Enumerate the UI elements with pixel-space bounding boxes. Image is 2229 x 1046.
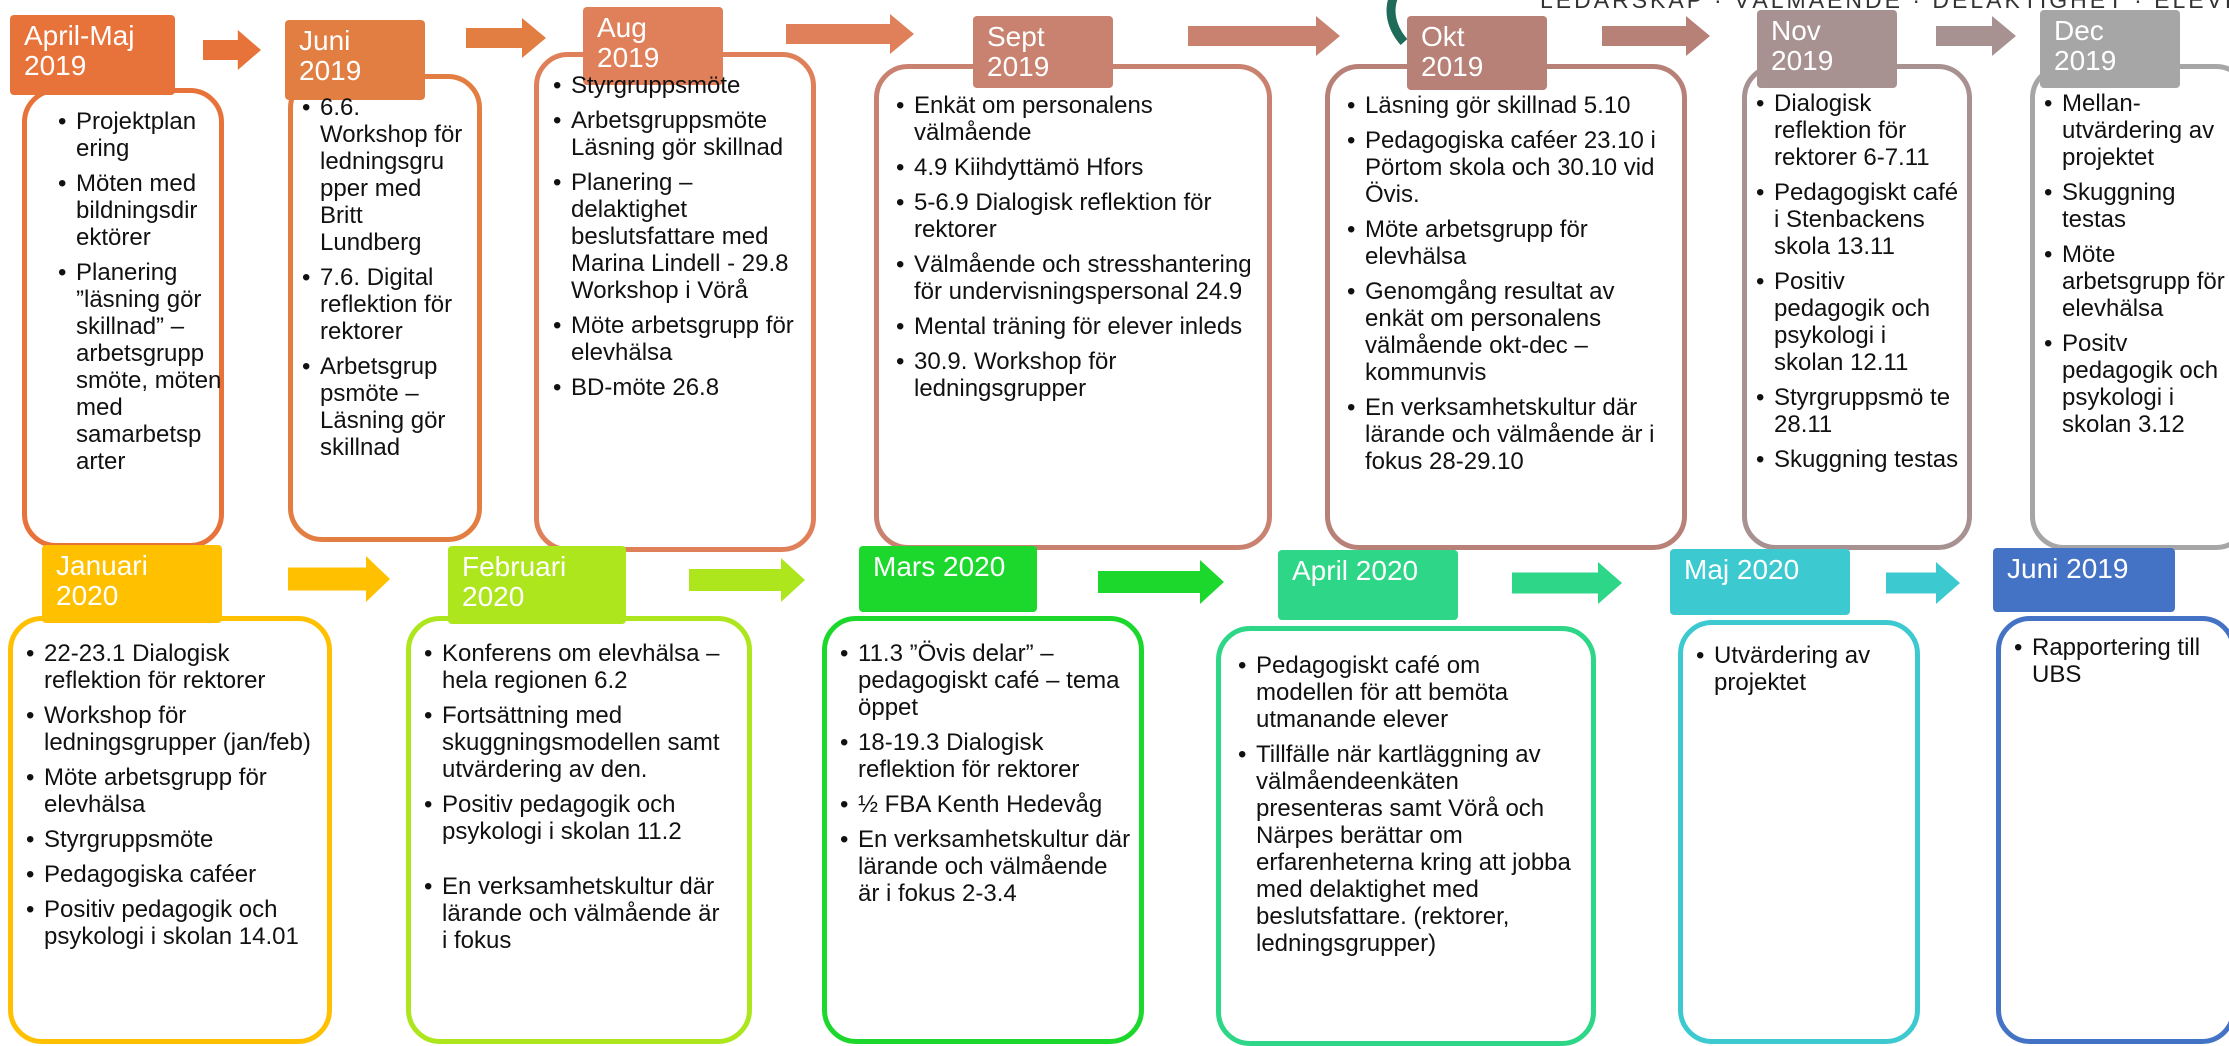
arrow-right-icon	[203, 30, 261, 70]
period-item: Planering ”läsning gör skillnad” – arbet…	[54, 259, 224, 475]
period-items-9: 11.3 ”Övis delar” – pedagogiskt café – t…	[836, 640, 1131, 915]
period-label-11: Maj 2020	[1670, 549, 1850, 615]
period-item: 22-23.1 Dialogisk reflektion för rektore…	[22, 640, 322, 694]
period-item: Dialogisk reflektion för rektorer 6-7.11	[1752, 90, 1962, 171]
period-item: En verksamhetskultur där lärande och väl…	[1343, 394, 1673, 475]
arrow-right-icon	[288, 556, 390, 602]
period-items-2: StyrgruppsmöteArbetsgruppsmöte Läsning g…	[549, 72, 804, 409]
period-item: ½ FBA Kenth Hedevåg	[836, 791, 1131, 818]
period-item: 11.3 ”Övis delar” – pedagogiskt café – t…	[836, 640, 1131, 721]
period-item: 7.6. Digital reflektion för rektorer	[298, 264, 468, 345]
arrow-right-icon	[1886, 562, 1960, 604]
logo-arc-icon	[1386, 0, 1408, 46]
arrow-right-icon	[466, 18, 546, 58]
period-item: Mental träning för elever inleds	[892, 313, 1252, 340]
period-label-5: Nov 2019	[1757, 10, 1897, 88]
period-label-0: April-Maj 2019	[10, 15, 175, 95]
period-item: Projektplan ering	[54, 108, 224, 162]
period-items-1: 6.6. Workshop för ledningsgru pper med B…	[298, 94, 468, 469]
period-item: Pedagogiskt café om modellen för att bem…	[1234, 652, 1579, 733]
header-tagline: LEDARSKAP · VÄLMÅENDE · DELAKTIGHET · EL…	[1540, 0, 2229, 13]
period-item: Planering – delaktighet beslutsfattare m…	[549, 169, 804, 304]
period-item: Fortsättning med skuggningsmodellen samt…	[420, 702, 730, 783]
period-item: Styrgruppsmöte	[549, 72, 804, 99]
period-item: Arbetsgruppsmöte Läsning gör skillnad	[549, 107, 804, 161]
period-item: Läsning gör skillnad 5.10	[1343, 92, 1673, 119]
period-item: Positiv pedagogik och psykologi i skolan…	[1752, 268, 1962, 376]
period-label-1: Juni 2019	[285, 20, 425, 100]
period-item: Styrgruppsmöte	[22, 826, 322, 853]
period-item: Pedagogiska caféer 23.10 i Pörtom skola …	[1343, 127, 1673, 208]
period-item: Skuggning testas	[2040, 179, 2229, 233]
period-items-0: Projektplan eringMöten med bildningsdir …	[54, 108, 224, 483]
period-item: En verksamhetskultur där lärande och väl…	[420, 873, 730, 954]
period-item: Genomgång resultat av enkät om personale…	[1343, 278, 1673, 386]
period-item: Positiv pedagogik och psykologi i skolan…	[22, 896, 322, 950]
arrow-right-icon	[1188, 16, 1340, 56]
period-item: Möte arbetsgrupp för elevhälsa	[1343, 216, 1673, 270]
period-items-10: Pedagogiskt café om modellen för att bem…	[1234, 652, 1579, 965]
period-item: Positv pedagogik och psykologi i skolan …	[2040, 330, 2229, 438]
period-item: Utvärdering av projektet	[1692, 642, 1902, 696]
arrow-right-icon	[1512, 562, 1622, 604]
period-items-6: Mellan-utvärdering av projektetSkuggning…	[2040, 90, 2229, 446]
period-item: Möte arbetsgrupp för elevhälsa	[549, 312, 804, 366]
arrow-right-icon	[1098, 560, 1224, 604]
period-item: Möten med bildningsdir ektörer	[54, 170, 224, 251]
period-item: Möte arbetsgrupp för elevhälsa	[2040, 241, 2229, 322]
period-item: Arbetsgrup psmöte – Läsning gör skillnad	[298, 353, 468, 461]
period-item: 30.9. Workshop för ledningsgrupper	[892, 348, 1252, 402]
period-item: Konferens om elevhälsa – hela regionen 6…	[420, 640, 730, 694]
period-item: Möte arbetsgrupp för elevhälsa	[22, 764, 322, 818]
period-item: Rapportering till UBS	[2010, 634, 2210, 688]
period-items-3: Enkät om personalens välmående 4.9 Kiihdy…	[892, 92, 1252, 410]
period-items-8: Konferens om elevhälsa – hela regionen 6…	[420, 640, 730, 962]
period-label-12: Juni 2019	[1993, 548, 2175, 612]
period-label-3: Sept 2019	[973, 16, 1113, 88]
period-item: 4.9 Kiihdyttämö Hfors	[892, 154, 1252, 181]
arrow-right-icon	[1936, 16, 2016, 56]
period-item: Styrgruppsmö te 28.11	[1752, 384, 1962, 438]
period-items-7: 22-23.1 Dialogisk reflektion för rektore…	[22, 640, 322, 958]
period-item: Skuggning testas	[1752, 446, 1962, 473]
period-items-5: Dialogisk reflektion för rektorer 6-7.11…	[1752, 90, 1962, 481]
period-label-9: Mars 2020	[859, 546, 1037, 612]
period-label-8: Februari 2020	[448, 546, 626, 624]
period-item: Välmående och stresshantering för underv…	[892, 251, 1252, 305]
period-item: BD-möte 26.8	[549, 374, 804, 401]
period-item: 6.6. Workshop för ledningsgru pper med B…	[298, 94, 468, 256]
period-item: En verksamhetskultur där lärande och väl…	[836, 826, 1131, 907]
period-label-7: Januari 2020	[42, 545, 222, 623]
period-item: Pedagogiska caféer	[22, 861, 322, 888]
arrow-right-icon	[689, 558, 805, 602]
period-items-11: Utvärdering av projektet	[1692, 642, 1902, 704]
period-item: Tillfälle när kartläggning av välmåendee…	[1234, 741, 1579, 957]
period-items-12: Rapportering till UBS	[2010, 634, 2210, 696]
period-item: 18-19.3 Dialogisk reflektion för rektore…	[836, 729, 1131, 783]
period-label-10: April 2020	[1278, 550, 1458, 620]
period-item: Mellan-utvärdering av projektet	[2040, 90, 2229, 171]
period-label-4: Okt 2019	[1407, 16, 1547, 90]
period-item: Workshop för ledningsgrupper (jan/feb)	[22, 702, 322, 756]
period-item: Pedagogiskt café i Stenbackens skola 13.…	[1752, 179, 1962, 260]
arrow-right-icon	[786, 14, 914, 54]
arrow-right-icon	[1602, 16, 1710, 56]
period-item: Positiv pedagogik och psykologi i skolan…	[420, 791, 730, 845]
period-items-4: Läsning gör skillnad 5.10Pedagogiska caf…	[1343, 92, 1673, 483]
period-item: Enkät om personalens välmående	[892, 92, 1252, 146]
period-label-6: Dec 2019	[2040, 10, 2180, 88]
period-item: 5-6.9 Dialogisk reflektion för rektorer	[892, 189, 1252, 243]
